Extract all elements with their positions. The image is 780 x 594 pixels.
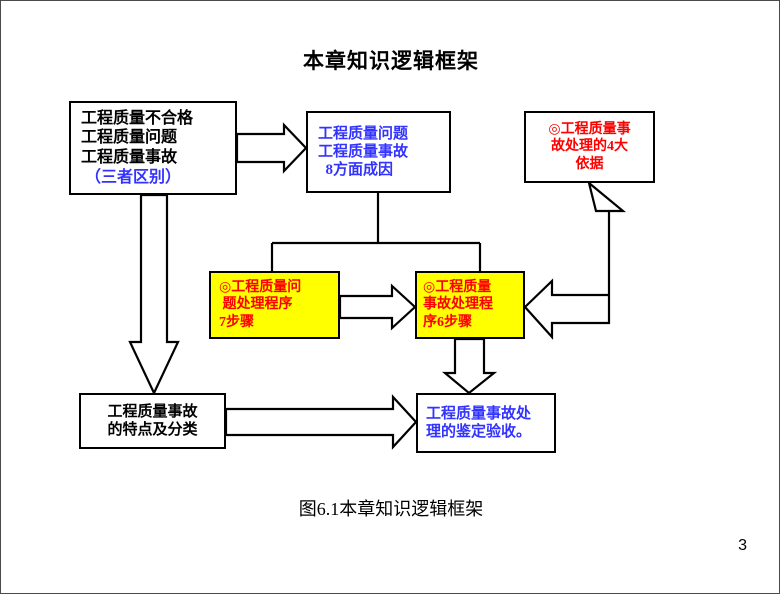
node-causes-line-3: 8方面成因 [318,162,394,179]
node-accident-procedure-line-1: ◎工程质量 [423,280,492,296]
node-problem-procedure-line-1: ◎工程质量问 [219,280,302,296]
page-number: 3 [738,537,747,554]
node-acceptance-line-1: 工程质量事故处 [426,405,532,422]
node-acceptance-line-2: 理的鉴定验收。 [426,424,532,440]
arrow-definitions-to-features [128,193,180,396]
node-features[interactable]: 工程质量事故 的特点及分类 [79,393,226,449]
line-causes-to-procedures [270,193,482,271]
node-causes[interactable]: 工程质量问题 工程质量事故 8方面成因 [306,111,451,193]
arrow-features-to-acceptance [224,394,418,450]
node-problem-procedure-line-3: 7步骤 [219,314,254,330]
node-problem-procedure-line-2: 题处理程序 [219,297,293,313]
node-accident-procedure[interactable]: ◎工程质量 事故处理程 序6步骤 [415,271,525,339]
node-features-line-2: 的特点及分类 [107,422,198,438]
arrow-problem-to-accident [338,283,417,331]
arrow-accident-to-acceptance [441,337,498,395]
node-problem-procedure[interactable]: ◎工程质量问 题处理程序 7步骤 [209,271,340,339]
node-causes-line-1: 工程质量问题 [318,125,409,142]
node-accident-procedure-line-3: 序6步骤 [423,314,472,330]
node-definitions-line-1: 工程质量不合格 [81,109,194,127]
node-acceptance[interactable]: 工程质量事故处 理的鉴定验收。 [416,393,556,453]
figure-caption: 图6.1本章知识逻辑框架 [298,499,484,519]
arrow-accident-to-basis-bent [523,180,627,340]
node-basis[interactable]: ◎工程质量事 故处理的4大 依据 [524,111,655,183]
arrow-definitions-to-causes [235,122,308,174]
page-title: 本章知识逻辑框架 [303,49,479,73]
node-basis-line-1: ◎工程质量事 [548,122,631,138]
node-definitions-line-2: 工程质量问题 [81,129,178,147]
node-basis-line-2: 故处理的4大 [551,139,628,155]
node-causes-line-2: 工程质量事故 [318,143,409,160]
node-definitions[interactable]: 工程质量不合格 工程质量问题 工程质量事故 （三者区别） [69,101,237,195]
node-definitions-line-3: 工程质量事故 [81,149,178,166]
node-definitions-line-4: （三者区别） [81,168,182,186]
node-features-line-1: 工程质量事故 [107,403,198,420]
node-accident-procedure-line-2: 事故处理程 [423,297,493,313]
node-basis-line-3: 依据 [575,156,604,172]
